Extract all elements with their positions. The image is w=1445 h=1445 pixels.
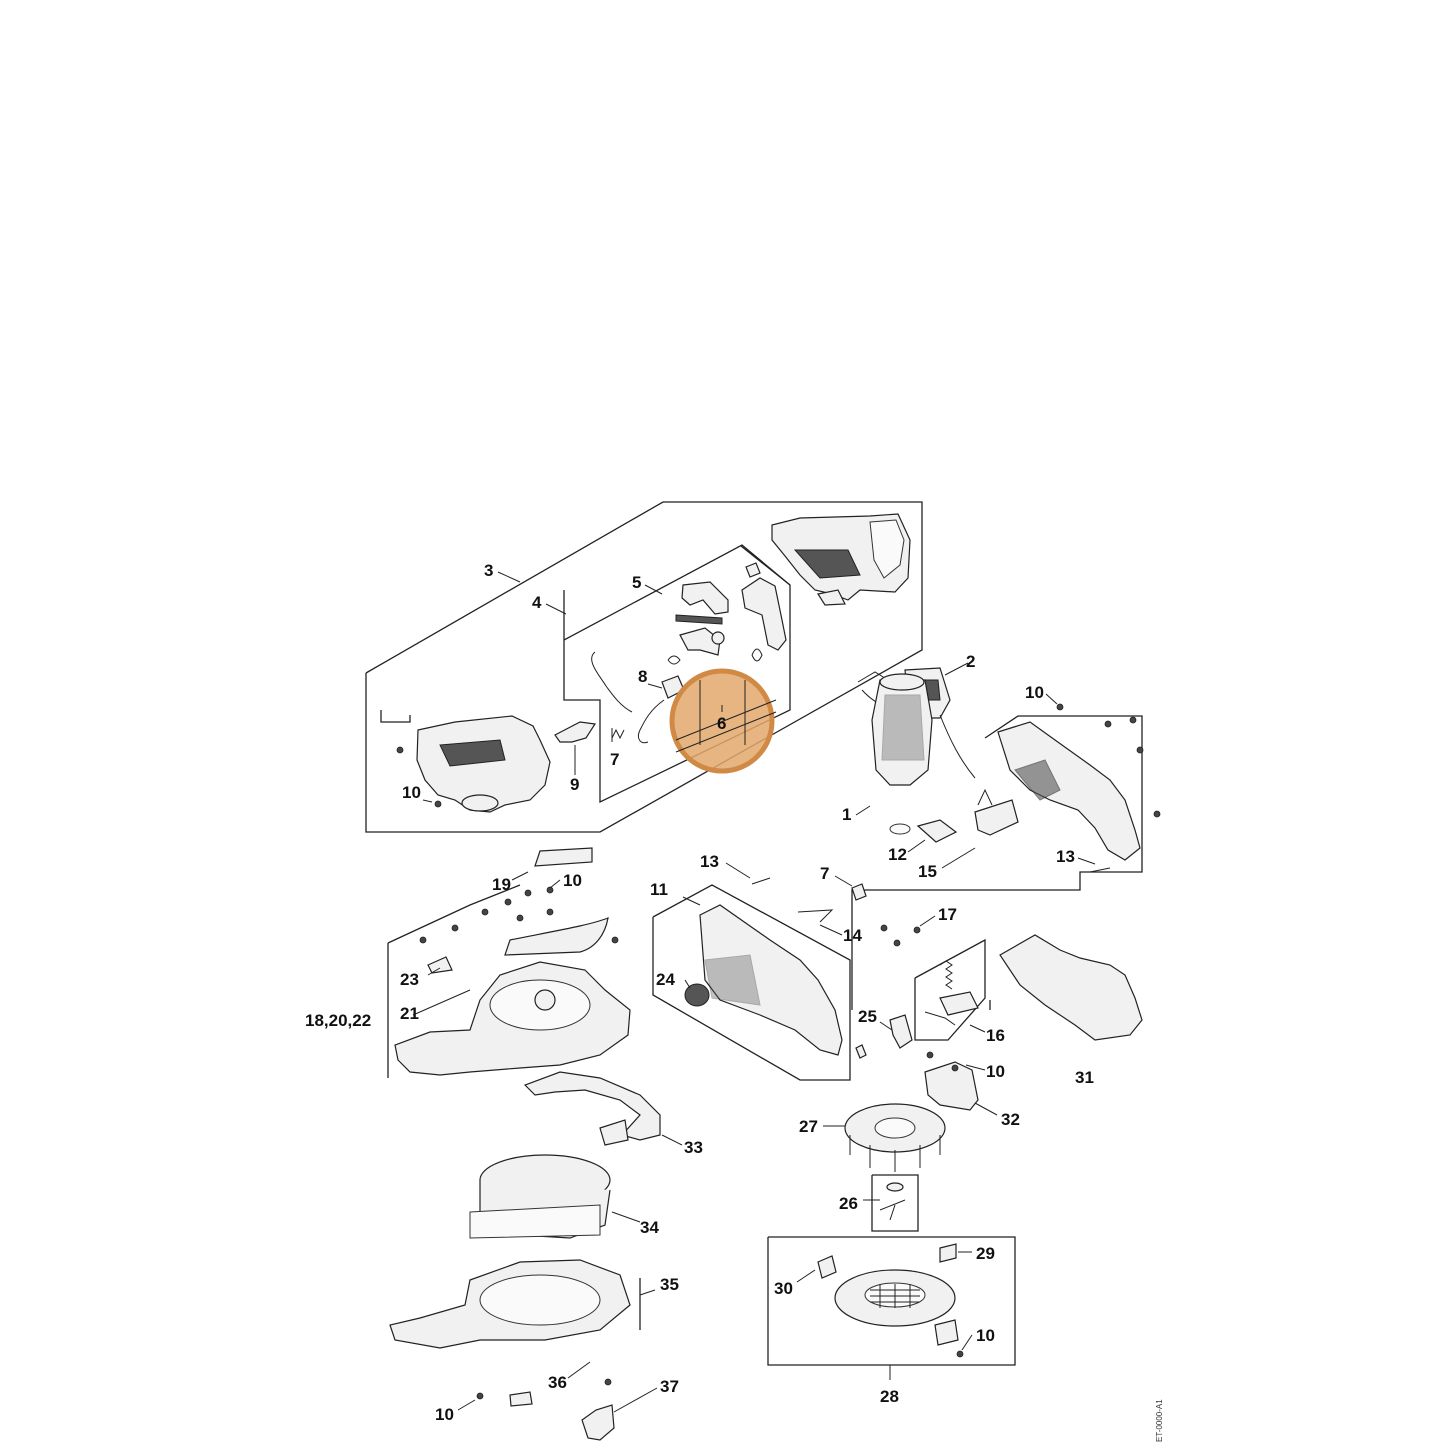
callout-5[interactable]: 5 — [632, 573, 641, 592]
callout-21[interactable]: 21 — [400, 1004, 419, 1023]
highlight-marker — [669, 668, 777, 774]
callout-28[interactable]: 28 — [880, 1387, 899, 1406]
callout-31[interactable]: 31 — [1075, 1068, 1094, 1087]
fan-housing-top[interactable] — [997, 721, 1141, 861]
callout-labels: 3 4 5 6 8 7 9 10 2 10 1 12 15 13 13 7 11… — [305, 561, 1094, 1424]
clip-29[interactable] — [939, 1243, 957, 1263]
callout-10b[interactable]: 10 — [1025, 683, 1044, 702]
callout-30[interactable]: 30 — [774, 1279, 793, 1298]
callout-34[interactable]: 34 — [640, 1218, 659, 1237]
label-36[interactable] — [509, 1391, 533, 1407]
motor[interactable] — [871, 673, 933, 835]
callout-27[interactable]: 27 — [799, 1117, 818, 1136]
screws — [396, 703, 1161, 1400]
callout-11[interactable]: 11 — [650, 880, 668, 899]
label-23[interactable] — [427, 956, 453, 974]
callout-14[interactable]: 14 — [843, 926, 862, 945]
pin[interactable] — [751, 867, 1111, 885]
tube-cover[interactable] — [999, 934, 1143, 1041]
callout-10e[interactable]: 10 — [976, 1326, 995, 1345]
callout-17[interactable]: 17 — [938, 905, 957, 924]
callout-10f[interactable]: 10 — [435, 1405, 454, 1424]
callout-8[interactable]: 8 — [638, 667, 647, 686]
intake-cover[interactable] — [834, 1269, 959, 1346]
side-cover[interactable] — [699, 904, 843, 1056]
decal[interactable] — [534, 847, 593, 867]
lock-mechanism[interactable] — [924, 960, 979, 1026]
washer-set[interactable] — [879, 1182, 906, 1221]
callout-6[interactable]: 6 — [717, 714, 726, 733]
callout-24[interactable]: 24 — [656, 970, 675, 989]
small-spring[interactable] — [611, 728, 625, 740]
callout-10c[interactable]: 10 — [563, 871, 582, 890]
callout-12[interactable]: 12 — [888, 845, 907, 864]
callout-9[interactable]: 9 — [570, 775, 579, 794]
callout-13b[interactable]: 13 — [1056, 847, 1075, 866]
side-decal[interactable] — [504, 917, 609, 956]
bracket[interactable] — [916, 819, 958, 843]
callout-37[interactable]: 37 — [660, 1377, 679, 1396]
housing-shell[interactable] — [394, 961, 631, 1076]
holder[interactable] — [974, 788, 1019, 836]
document-id: ET-0000-A1 — [1155, 1399, 1164, 1442]
handle-lower-cover[interactable] — [416, 715, 551, 813]
callout-33[interactable]: 33 — [684, 1138, 703, 1157]
hose[interactable] — [523, 1071, 661, 1146]
callout-32[interactable]: 32 — [1001, 1110, 1020, 1129]
fan-wheel[interactable] — [844, 1103, 946, 1172]
callout-16[interactable]: 16 — [986, 1026, 1005, 1045]
callout-25[interactable]: 25 — [858, 1007, 877, 1026]
ring-guard[interactable] — [469, 1154, 611, 1239]
callout-7a[interactable]: 7 — [610, 750, 619, 769]
release-lever[interactable] — [855, 1014, 913, 1059]
callout-23[interactable]: 23 — [400, 970, 419, 989]
callout-36[interactable]: 36 — [548, 1373, 567, 1392]
callout-4[interactable]: 4 — [532, 593, 542, 612]
handle-top-cover[interactable] — [771, 513, 911, 606]
trigger-parts[interactable] — [667, 562, 787, 665]
callout-15[interactable]: 15 — [918, 862, 937, 881]
handle-housing-frame — [365, 501, 923, 833]
callout-26[interactable]: 26 — [839, 1194, 858, 1213]
callout-1[interactable]: 1 — [842, 805, 851, 824]
leader-lines — [412, 571, 1096, 1413]
callout-13a[interactable]: 13 — [700, 852, 719, 871]
housing-group-frame — [387, 715, 1143, 1366]
callout-29[interactable]: 29 — [976, 1244, 995, 1263]
mount-bracket[interactable] — [924, 1061, 979, 1111]
callout-18-20-22[interactable]: 18,20,22 — [305, 1011, 371, 1030]
nameplate[interactable] — [684, 983, 710, 1007]
clip[interactable] — [851, 883, 867, 901]
deflector-37[interactable] — [581, 1404, 615, 1441]
spring-clip[interactable] — [797, 909, 834, 923]
callout-19[interactable]: 19 — [492, 875, 511, 894]
callout-35[interactable]: 35 — [660, 1275, 679, 1294]
housing-bottom[interactable] — [389, 1259, 631, 1349]
lever[interactable] — [554, 721, 597, 743]
callout-10a[interactable]: 10 — [402, 783, 421, 802]
callout-2[interactable]: 2 — [966, 652, 975, 671]
callout-3[interactable]: 3 — [484, 561, 493, 580]
callout-10d[interactable]: 10 — [986, 1062, 1005, 1081]
latch-30[interactable] — [817, 1255, 837, 1279]
callout-7b[interactable]: 7 — [820, 864, 829, 883]
